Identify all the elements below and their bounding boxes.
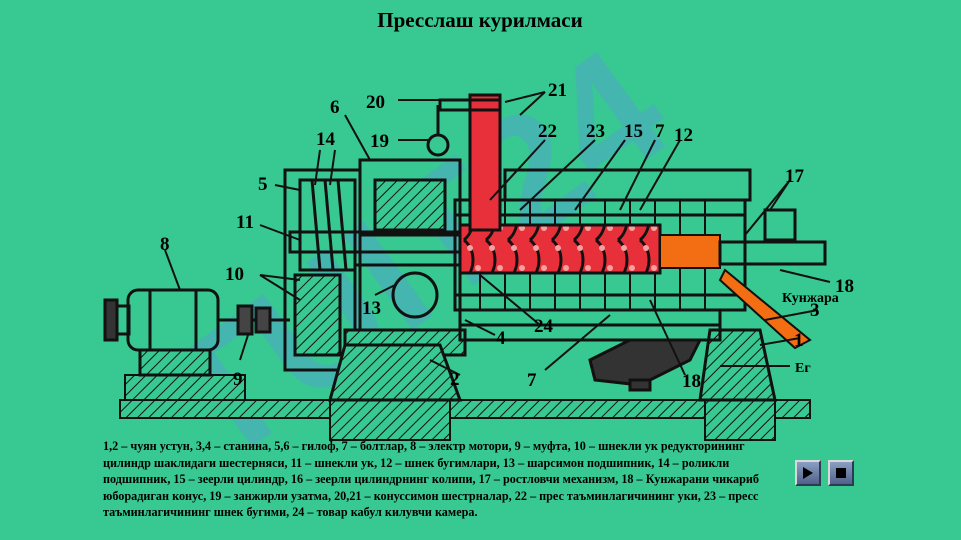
- label-24: 24: [534, 316, 554, 337]
- label-5: 5: [258, 174, 268, 195]
- electric-motor: [103, 288, 220, 377]
- cast-iron-columns: [328, 328, 777, 402]
- label-1: 1: [794, 330, 804, 351]
- label-22: 22: [538, 121, 557, 142]
- foundation: [119, 374, 811, 441]
- stop-button[interactable]: [828, 460, 854, 486]
- coupling: [218, 304, 290, 336]
- bed-frame: [458, 308, 722, 392]
- label-23: 23: [586, 121, 605, 142]
- label-8: 8: [160, 234, 170, 255]
- label-15: 15: [624, 121, 643, 142]
- label-14: 14: [316, 129, 336, 150]
- label-17: 17: [785, 166, 805, 187]
- label-4: 4: [496, 328, 506, 349]
- label-21: 21: [548, 80, 567, 101]
- label-10: 10: [225, 264, 244, 285]
- label-12: 12: [674, 125, 693, 146]
- label-18-right: 18: [835, 276, 854, 297]
- stop-icon: [836, 468, 846, 478]
- label-7-top: 7: [655, 121, 665, 142]
- label-9: 9: [233, 369, 243, 390]
- label-eg: Ег: [795, 361, 811, 376]
- label-2: 2: [450, 369, 460, 390]
- label-13: 13: [362, 298, 381, 319]
- feeder: [426, 93, 502, 232]
- gearbox-frame: [283, 158, 492, 372]
- label-7-bottom: 7: [527, 370, 537, 391]
- play-icon: [803, 467, 813, 479]
- label-18-bottom: 18: [682, 371, 701, 392]
- label-20: 20: [366, 92, 385, 113]
- page-title: Пресслаш курилмаси: [377, 8, 583, 32]
- screw-shaft: [458, 208, 827, 275]
- leader-lines: [164, 91, 831, 376]
- play-button[interactable]: [795, 460, 821, 486]
- label-19: 19: [370, 131, 389, 152]
- legend-text: 1,2 – чуян устун, 3,4 – станина, 5,6 – г…: [103, 439, 759, 520]
- label-6: 6: [330, 97, 340, 118]
- label-kunjara: Кунжара: [782, 291, 839, 306]
- label-3: 3: [810, 300, 820, 321]
- label-11: 11: [236, 212, 254, 233]
